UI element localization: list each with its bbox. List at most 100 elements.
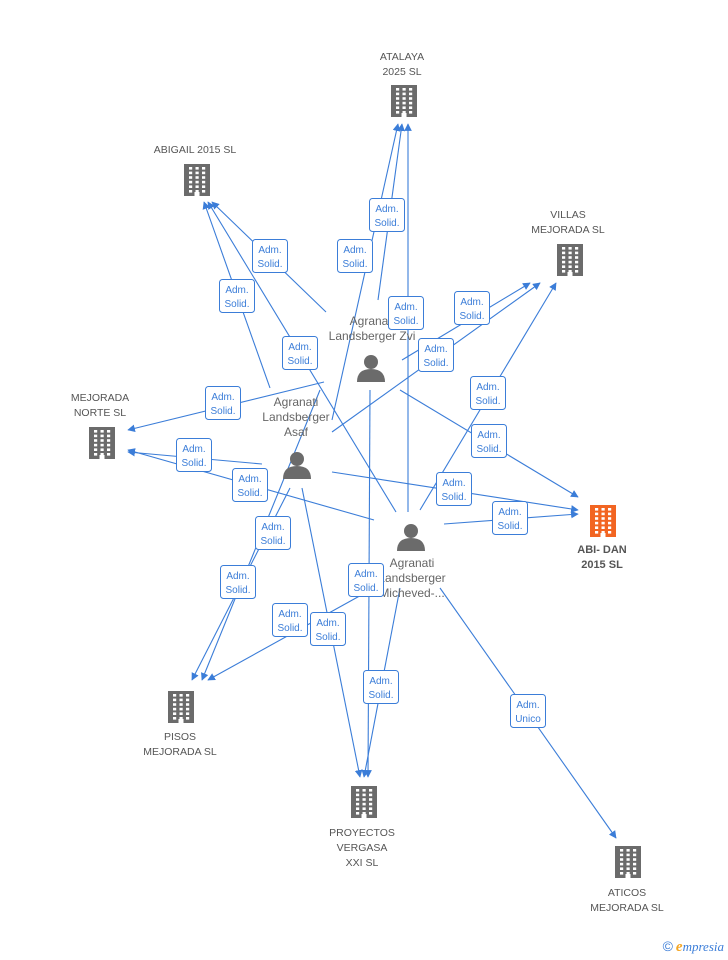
edge-label-box — [418, 338, 454, 372]
company-label: PISOS — [164, 731, 196, 743]
edge-label-text: Adm. — [225, 285, 248, 296]
edge-label-asaf-to-mejorada_norte[interactable]: Adm. Solid. — [176, 438, 212, 472]
edge-label-text: Solid. — [181, 458, 206, 469]
edge-label-zvi-to-mejorada_norte[interactable]: Adm.Solid. — [205, 386, 241, 420]
company-node-aticos[interactable]: ATICOS MEJORADA SL — [590, 846, 664, 914]
edge-label-zvi-to-abigail[interactable]: Adm. Solid. — [252, 239, 288, 273]
edge-label-zvi-to-atalaya[interactable]: Adm.Solid. — [369, 198, 405, 232]
edge-label-text: Adm. — [498, 507, 521, 518]
edge-label-text: Solid. — [353, 583, 378, 594]
company-node-abigail[interactable]: ABIGAIL 2015 SL — [154, 144, 237, 196]
edge-label-text: Solid. — [459, 311, 484, 322]
edge-label-asaf-to-proyectos[interactable]: Adm.Solid. — [310, 612, 346, 646]
edge-label-asaf-to-villas[interactable]: Adm.Solid. — [418, 338, 454, 372]
edge-label-box — [369, 198, 405, 232]
company-label: XXI SL — [346, 857, 379, 869]
edge-label-text: Adm. — [343, 245, 366, 256]
building-icon — [168, 691, 194, 723]
edge-label-text: Solid. — [260, 536, 285, 547]
edge-label-box — [232, 468, 268, 502]
edge-label-micheved-to-proyectos[interactable]: Adm.Solid. — [348, 563, 384, 597]
edge-label-micheved-to-abigail[interactable]: Adm.Solid. — [282, 336, 318, 370]
company-node-abidan[interactable]: ABI- DAN 2015 SL — [577, 505, 627, 571]
copyright-symbol: © — [662, 938, 673, 954]
edge-label-zvi-to-proyectos[interactable]: Adm. Solid. — [363, 670, 399, 704]
brand-logo-text: mpresia — [682, 939, 724, 954]
edge-label-micheved-to-villas[interactable]: Adm.Solid. — [471, 424, 507, 458]
edge-label-text: Adm. — [394, 302, 417, 313]
edge-label-micheved-to-atalaya[interactable]: Adm.Solid. — [388, 296, 424, 330]
person-node-micheved[interactable]: AgranatiLandsbergerMicheved-... — [378, 524, 446, 600]
edge-label-box — [492, 501, 528, 535]
edge-label-text: Adm. — [226, 571, 249, 582]
company-label: ATALAYA — [380, 51, 424, 63]
edge-label-box — [272, 603, 308, 637]
company-label: ABI- DAN — [577, 544, 627, 556]
person-icon — [283, 452, 311, 479]
edge-label-box — [219, 279, 255, 313]
edge-label-text: Adm. — [182, 444, 205, 455]
edge-label-box — [471, 424, 507, 458]
company-label: MEJORADA — [71, 392, 129, 404]
edge-label-text: Adm. — [278, 609, 301, 620]
edge-label-asaf-to-atalaya[interactable]: Adm.Solid. — [337, 239, 373, 273]
person-label: Landsberger — [378, 571, 445, 585]
edge-label-text: Solid. — [237, 488, 262, 499]
edge-label-asaf-to-pisos[interactable]: Adm.Solid. — [255, 516, 291, 550]
edge-label-box — [337, 239, 373, 273]
edge-label-box — [470, 376, 506, 410]
edge-label-zvi-to-pisos[interactable]: Adm. Solid. — [220, 565, 256, 599]
edge-label-text: Solid. — [225, 585, 250, 596]
building-icon — [89, 427, 115, 459]
edge-label-micheved-to-aticos[interactable]: Adm. Unico — [510, 694, 546, 728]
edge-label-zvi-to-abidan[interactable]: Adm. Solid. — [470, 376, 506, 410]
edge-label-text: Adm. — [516, 700, 539, 711]
company-label: MEJORADA SL — [590, 902, 664, 914]
edge-label-micheved-to-abidan[interactable]: Adm.Solid. — [492, 501, 528, 535]
edge-label-text: Solid. — [277, 623, 302, 634]
company-label: NORTE SL — [74, 407, 126, 419]
person-icon — [397, 524, 425, 551]
edge-label-box — [176, 438, 212, 472]
building-icon — [351, 786, 377, 818]
company-label: VERGASA — [337, 842, 388, 854]
edge-label-micheved-to-pisos[interactable]: Adm. Solid. — [272, 603, 308, 637]
edge-label-box — [205, 386, 241, 420]
company-label: PROYECTOS — [329, 827, 395, 839]
edge-label-text: Adm. — [258, 245, 281, 256]
edge-label-zvi-to-villas[interactable]: Adm.Solid. — [454, 291, 490, 325]
company-node-proyectos[interactable]: PROYECTOS VERGASA XXI SL — [329, 786, 395, 869]
edge-label-asaf-to-abigail[interactable]: Adm.Solid. — [219, 279, 255, 313]
company-node-mejorada_norte[interactable]: MEJORADA NORTE SL — [71, 392, 129, 459]
person-label: Agranati — [274, 395, 319, 409]
person-label: Landsberger Zvi — [329, 329, 416, 343]
brand-footer[interactable]: ©empresia — [663, 938, 724, 956]
edge-label-asaf-to-abidan[interactable]: Adm.Solid. — [436, 472, 472, 506]
edge-label-text: Solid. — [475, 396, 500, 407]
person-label: Micheved-... — [379, 586, 444, 600]
edge-label-box — [348, 563, 384, 597]
edge-label-text: Solid. — [287, 356, 312, 367]
person-label: Agranati — [390, 556, 435, 570]
edge-label-box — [282, 336, 318, 370]
edge-label-text: Adm. — [476, 382, 499, 393]
edge-label-text: Adm. — [369, 676, 392, 687]
person-label: Landsberger — [262, 410, 329, 424]
company-label: ATICOS — [608, 887, 646, 899]
company-label: 2015 SL — [581, 559, 623, 571]
edge-label-text: Adm. — [477, 430, 500, 441]
edge-label-text: Adm. — [442, 478, 465, 489]
edge-label-micheved-to-mejorada_norte[interactable]: Adm.Solid. — [232, 468, 268, 502]
edge-label-text: Adm. — [375, 204, 398, 215]
edge-label-text: Solid. — [368, 690, 393, 701]
edge-label-text: Solid. — [210, 406, 235, 417]
edge-label-text: Unico — [515, 714, 541, 725]
edge-label-text: Solid. — [257, 259, 282, 270]
